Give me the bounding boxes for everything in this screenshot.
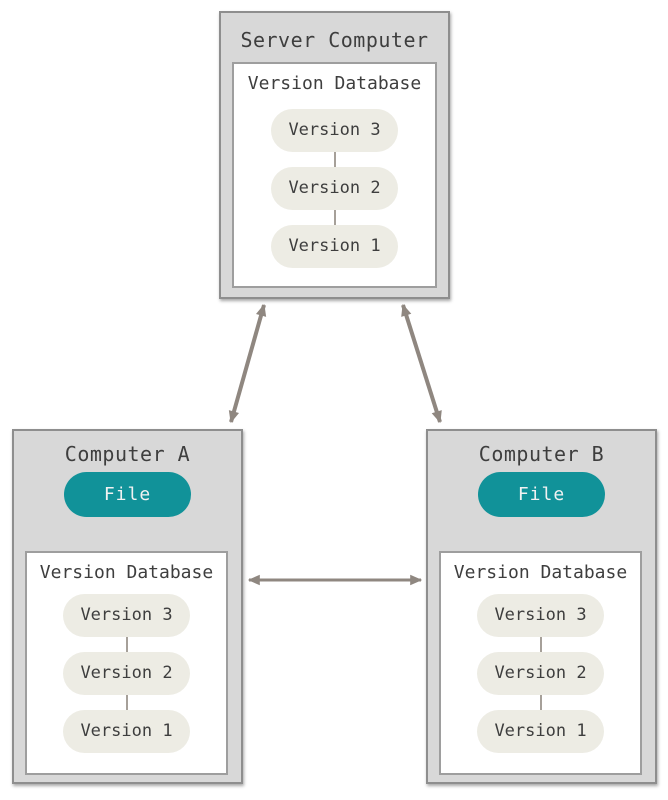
computer-b-version-2-pill: Version 2	[477, 652, 604, 695]
bidirectional-arrow-server-computer-b-icon	[401, 303, 442, 424]
version-link-line	[539, 637, 542, 652]
version-link-line	[333, 152, 336, 167]
version-link-line	[125, 695, 128, 710]
computer-a-file-pill: File	[64, 472, 191, 517]
computer-b-version-3-pill: Version 3	[477, 594, 604, 637]
computer-a-box: Computer A File Version Database Version…	[12, 429, 243, 784]
server-version-database-title: Version Database	[247, 73, 422, 94]
computer-b-version-database-title: Version Database	[453, 562, 628, 583]
server-version-2-pill: Version 2	[271, 167, 398, 210]
computer-a-version-database-title: Version Database	[39, 562, 214, 583]
computer-b-version-database-box: Version Database Version 3 Version 2 Ver…	[439, 551, 642, 775]
bidirectional-arrow-server-computer-a-icon	[228, 303, 267, 424]
computer-a-title: Computer A	[64, 442, 191, 466]
server-version-1-pill: Version 1	[271, 225, 398, 268]
computer-b-title: Computer B	[478, 442, 605, 466]
version-link-line	[125, 637, 128, 652]
computer-a-version-database-box: Version Database Version 3 Version 2 Ver…	[25, 551, 228, 775]
server-version-database-box: Version Database Version 3 Version 2 Ver…	[232, 62, 437, 288]
computer-b-version-1-pill: Version 1	[477, 710, 604, 753]
version-link-line	[333, 210, 336, 225]
computer-b-file-pill: File	[478, 472, 605, 517]
server-version-3-pill: Version 3	[271, 109, 398, 152]
computer-b-box: Computer B File Version Database Version…	[426, 429, 657, 784]
version-link-line	[539, 695, 542, 710]
server-computer-title: Server Computer	[240, 28, 429, 52]
computer-a-version-1-pill: Version 1	[63, 710, 190, 753]
computer-a-version-2-pill: Version 2	[63, 652, 190, 695]
computer-a-version-3-pill: Version 3	[63, 594, 190, 637]
server-computer-box: Server Computer Version Database Version…	[219, 11, 450, 299]
